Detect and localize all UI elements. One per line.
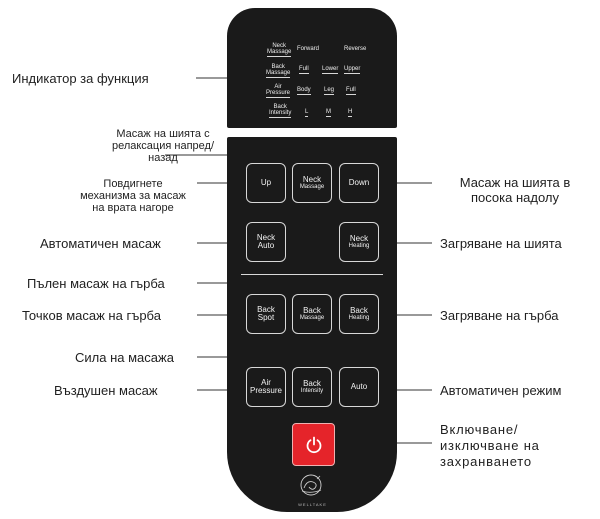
power-button[interactable] <box>292 423 335 466</box>
indicator-low: L <box>305 109 309 117</box>
indicator-high: H <box>348 109 353 117</box>
label-auto-mode: Автоматичен режим <box>440 383 562 398</box>
label-function-indicator: Индикатор за функция <box>12 71 149 86</box>
power-icon <box>306 436 321 453</box>
label-air-massage: Въздушен масаж <box>54 383 158 398</box>
indicator-lower: Lower <box>322 66 339 74</box>
label-spot-back: Точков масаж на гърба <box>22 308 161 323</box>
label-full-back: Пълен масаж на гърба <box>27 276 165 291</box>
indicator-body: Body <box>297 87 311 95</box>
snail-logo-icon <box>300 474 322 496</box>
button-divider <box>241 274 383 275</box>
up-button[interactable]: Up <box>246 163 286 203</box>
indicator-medium: M <box>326 109 331 117</box>
label-intensity: Сила на масажа <box>75 350 174 365</box>
indicator-full: Full <box>299 66 309 74</box>
indicator-full-pressure: Full <box>346 87 356 95</box>
down-button[interactable]: Down <box>339 163 379 203</box>
indicator-leg: Leg <box>324 87 335 95</box>
label-auto-massage: Автоматичен масаж <box>40 236 161 251</box>
indicator-upper: Upper <box>344 66 361 74</box>
indicator-reverse: Reverse <box>344 46 367 52</box>
indicator-forward: Forward <box>297 46 320 52</box>
auto-button[interactable]: Auto <box>339 367 379 407</box>
label-back-heating: Загряване на гърба <box>440 308 559 323</box>
brand-name: WELLTAKE <box>298 502 327 507</box>
label-neck-heating: Загряване на шията <box>440 236 562 251</box>
